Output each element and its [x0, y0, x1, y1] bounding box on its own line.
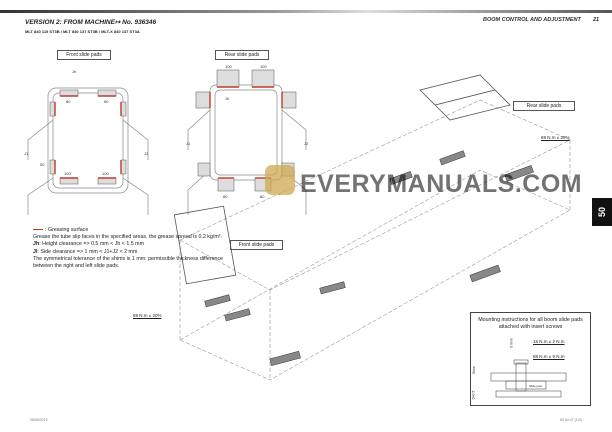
torque-small: 15 N.m ± 2 N.m [533, 339, 565, 344]
dim-100: 100 [102, 171, 109, 176]
mounting-title: Mounting instructions for all boom slide… [478, 317, 583, 330]
torque-front: 69 N.m ± 20% [133, 313, 162, 318]
page-title: VERSION 2: FROM MACHINE↦ No. 936346 [25, 19, 157, 26]
notes-block: : Greasing surface Grease the tube slip … [33, 227, 225, 270]
symmetry-note: The symmetrical tolerance of the shims i… [33, 255, 224, 270]
dim-j1: J1 [186, 141, 191, 146]
chapter-tab: 50 [592, 198, 612, 226]
dim-j2: J2 [144, 151, 149, 156]
dim-80: 80 [104, 99, 109, 104]
rear-slide-pads-callout: Rear slide pads [513, 101, 575, 111]
watermark: EVERYMANUALS.COM [300, 170, 583, 198]
dim-jh: Jh [225, 96, 229, 101]
grease-note: Grease the tube slip faces in the specif… [33, 234, 223, 241]
shim-dim: Shim [471, 366, 476, 374]
cross-section-diagrams: 80 80 100 100 Jh 100 100 80 80 Jh J1 J2 … [24, 64, 309, 215]
dim-j1: J1 [24, 151, 29, 156]
rear-slide-pads-label: Rear slide pads [215, 50, 269, 60]
dim-j2: J2 [304, 141, 309, 146]
dim-80: 80 [66, 99, 71, 104]
slide-pad-label: Slide pad [529, 384, 542, 388]
dim-jh: Jh [72, 69, 76, 74]
section-title: BOOM CONTROL AND ADJUSTMENT [483, 17, 581, 23]
dim-100: 100 [260, 64, 267, 69]
screw-dim: 6 mini [509, 338, 514, 348]
header-rule [0, 10, 612, 13]
jl-note: Jl: Side clearance => 1 mm < J1+J2 < 2 m… [33, 248, 138, 255]
footer-ref: 50 64 47 (1/3) [560, 418, 582, 422]
dim-80: 80 [223, 194, 228, 199]
front-slide-pads-label: Front slide pads [57, 50, 111, 60]
footer-date: 06/05/2015 [30, 418, 48, 422]
watermark-logo [265, 165, 295, 195]
greasing-legend: : Greasing surface [33, 227, 225, 234]
torque-rear: 69 N.m ± 20% [541, 135, 570, 140]
torque-large: 88 N.m ± 9 N.m [533, 354, 565, 359]
dim-80: 80 [260, 194, 265, 199]
grease-line-icon [33, 228, 43, 231]
dim-100: 100 [225, 64, 232, 69]
dim-50: 50 [40, 162, 45, 167]
page-number: 21 [593, 17, 600, 23]
gap-dim: 0+0.5 [471, 390, 476, 400]
model-list: MLT 840 115 ST3B / MLT 840 137 ST3B / ML… [25, 29, 140, 34]
dim-100: 100 [64, 171, 71, 176]
mounting-instructions-box: Mounting instructions for all boom slide… [470, 312, 591, 406]
boom-exploded-view [173, 74, 571, 381]
mounting-diagram [490, 359, 567, 398]
jh-note: Jh: Height clearance => 0.5 mm < Jh < 1.… [33, 241, 144, 248]
